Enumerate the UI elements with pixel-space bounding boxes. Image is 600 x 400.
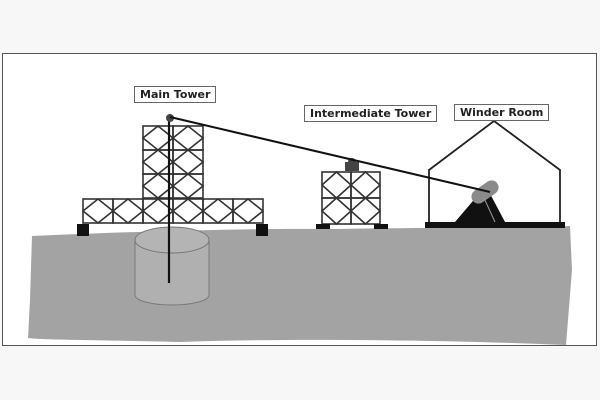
hoist-rope [169, 116, 491, 193]
lattice-cell [202, 198, 234, 224]
winder-room-outline [428, 119, 561, 224]
lattice-brace [171, 148, 205, 176]
winder-room-label: Winder Room [454, 104, 550, 121]
lattice-brace [171, 172, 205, 200]
lattice-brace [171, 124, 205, 152]
ground [28, 226, 572, 345]
lattice-brace [231, 197, 265, 225]
lattice-brace [320, 170, 353, 200]
lattice-brace [320, 196, 353, 226]
lattice-cell [112, 198, 144, 224]
lattice-cell [82, 198, 114, 224]
intermediate-tower [320, 170, 382, 226]
lattice-cell [321, 197, 352, 225]
intermediate-tower-label: Intermediate Tower [304, 105, 438, 122]
lattice-cell [172, 173, 204, 199]
lattice-brace [81, 197, 115, 225]
mine-shaft [134, 226, 210, 306]
lattice-cell [350, 171, 381, 199]
lattice-cell [321, 171, 352, 199]
main-tower-label: Main Tower [134, 86, 217, 103]
intermediate-footing-left [316, 224, 330, 229]
winder-room-floor [425, 222, 565, 228]
main-tower-footing-left [77, 224, 89, 236]
lattice-brace [349, 196, 382, 226]
lattice-brace [201, 197, 235, 225]
lattice-brace [349, 170, 382, 200]
lattice-cell [172, 149, 204, 175]
lattice-brace [111, 197, 145, 225]
intermediate-footing-right [374, 224, 388, 229]
lattice-cell [232, 198, 264, 224]
main-tower-footing-right [256, 224, 268, 236]
lattice-brace [171, 197, 205, 225]
main-tower [81, 124, 265, 225]
lattice-cell [350, 197, 381, 225]
winder-machine [455, 180, 505, 223]
lattice-cell [172, 198, 204, 224]
lattice-cell [172, 125, 204, 151]
